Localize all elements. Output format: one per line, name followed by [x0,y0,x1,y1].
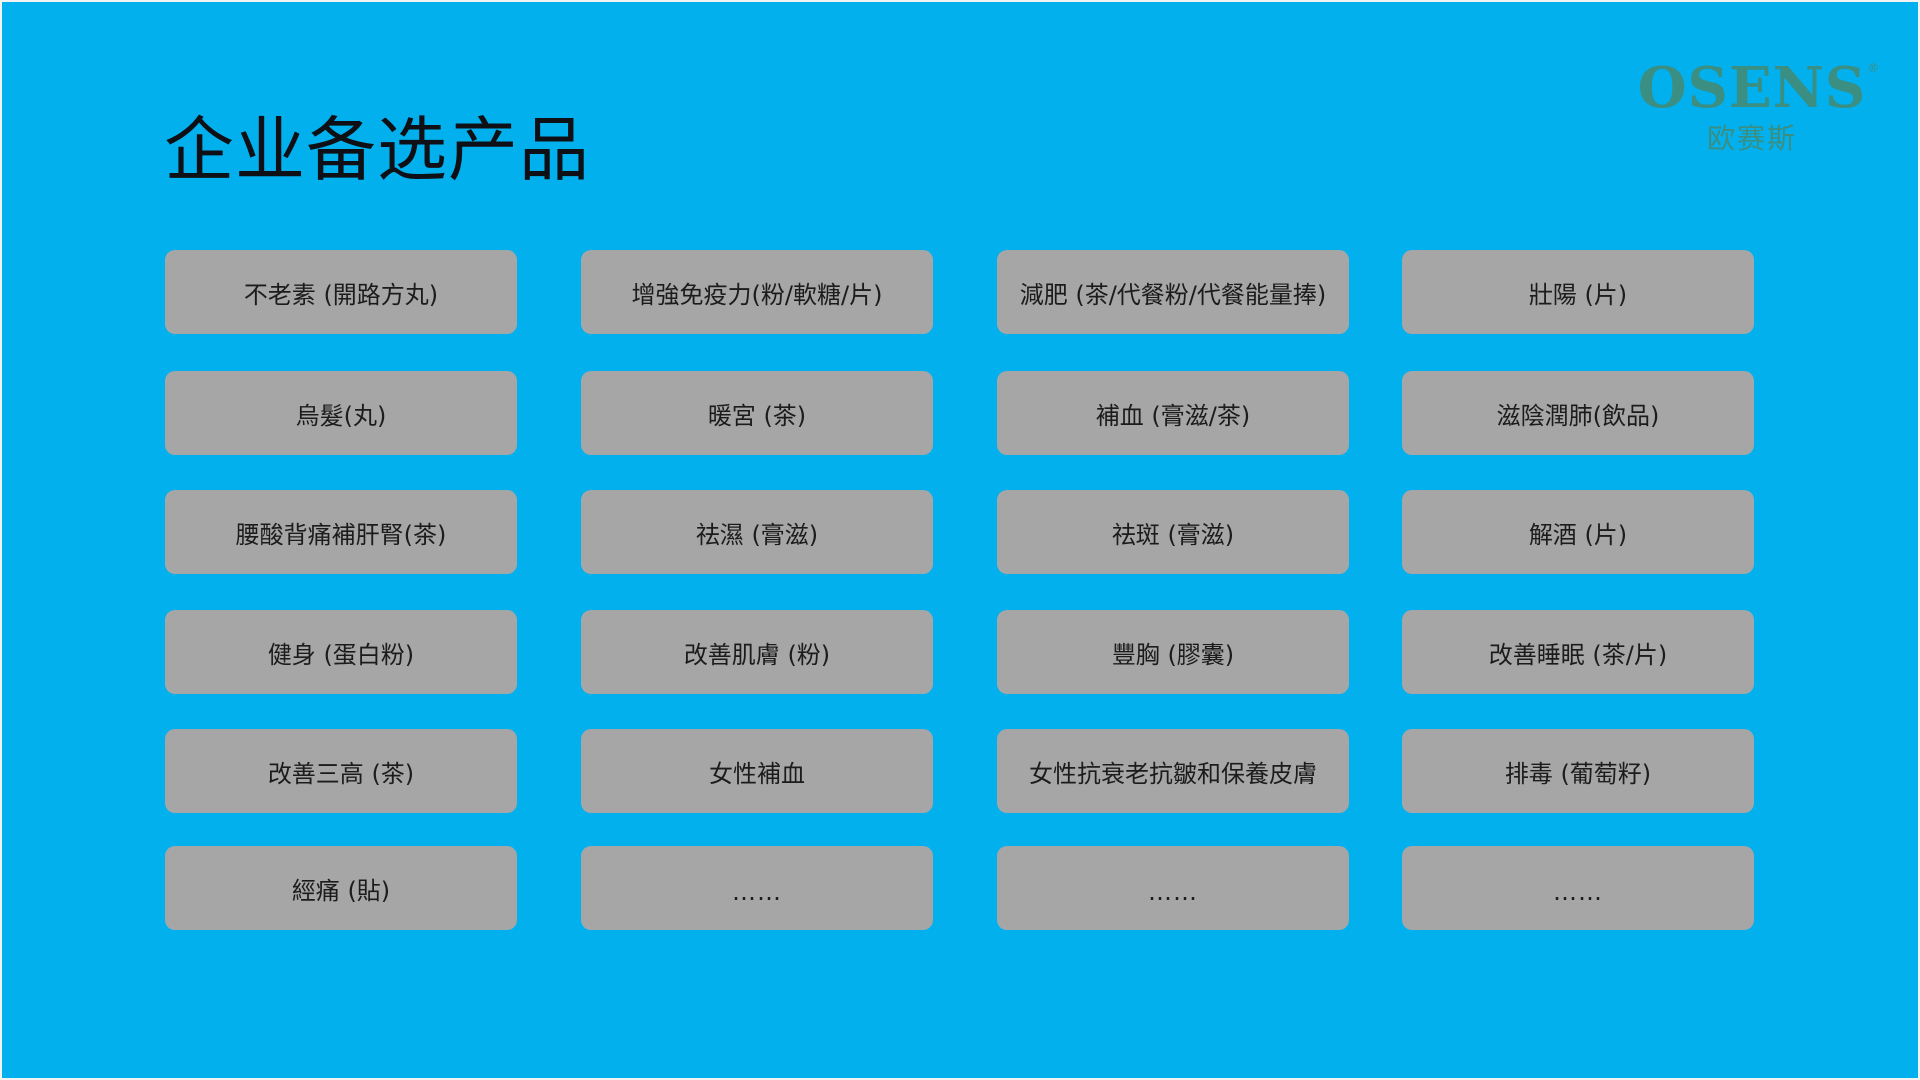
product-label: 減肥 (茶/代餐粉/代餐能量捧) [1019,280,1327,309]
product-button-more[interactable]: …… [1402,846,1754,930]
product-button-female-anti-aging[interactable]: 女性抗衰老抗皺和保養皮膚 [997,729,1349,813]
product-label: …… [732,878,782,906]
product-button-spot-removal[interactable]: 祛斑 (膏滋) [997,490,1349,574]
logo-wordmark: OSENS ® [1638,60,1880,116]
product-button-more[interactable]: …… [581,846,933,930]
product-label: 改善三高 (茶) [267,759,415,788]
product-label: 排毒 (葡萄籽) [1504,759,1652,788]
osens-logo: OSENS ® 欧赛斯 [1632,60,1880,170]
product-button-lung-nourishing[interactable]: 滋陰潤肺(飲品) [1402,371,1754,455]
product-label: 女性補血 [709,759,805,788]
product-button-sleep-improvement[interactable]: 改善睡眠 (茶/片) [1402,610,1754,694]
product-label: 烏髮(丸) [295,401,387,430]
product-label: 解酒 (片) [1528,520,1628,549]
product-label: …… [1553,878,1603,906]
product-button-more[interactable]: …… [997,846,1349,930]
product-label: 滋陰潤肺(飲品) [1496,401,1660,430]
product-label: 豐胸 (膠囊) [1111,640,1235,669]
product-label: 補血 (膏滋/茶) [1095,401,1251,430]
product-label: 女性抗衰老抗皺和保養皮膚 [1029,759,1317,788]
product-button-immunity[interactable]: 增強免疫力(粉/軟糖/片) [581,250,933,334]
product-label: 健身 (蛋白粉) [267,640,415,669]
product-label: 改善睡眠 (茶/片) [1488,640,1668,669]
product-label: 不老素 (開路方丸) [243,280,439,309]
product-button-male-vitality[interactable]: 壯陽 (片) [1402,250,1754,334]
product-label: 經痛 (貼) [291,876,391,905]
logo-chinese-name: 欧赛斯 [1706,122,1797,155]
product-label: 祛濕 (膏滋) [695,520,819,549]
product-button-black-hair[interactable]: 烏髮(丸) [165,371,517,455]
product-button-blood-tonic[interactable]: 補血 (膏滋/茶) [997,371,1349,455]
product-button-detox-grape-seed[interactable]: 排毒 (葡萄籽) [1402,729,1754,813]
product-button-fitness-protein[interactable]: 健身 (蛋白粉) [165,610,517,694]
product-label: 腰酸背痛補肝腎(茶) [235,520,447,549]
product-button-anti-aging-pill[interactable]: 不老素 (開路方丸) [165,250,517,334]
page-title: 企业备选产品 [164,109,590,191]
product-label: …… [1148,878,1198,906]
product-button-back-pain-tea[interactable]: 腰酸背痛補肝腎(茶) [165,490,517,574]
product-button-three-highs[interactable]: 改善三高 (茶) [165,729,517,813]
product-label: 改善肌膚 (粉) [683,640,831,669]
product-label: 增強免疫力(粉/軟糖/片) [631,280,883,309]
product-label: 暖宮 (茶) [707,401,807,430]
product-button-dampness-removal[interactable]: 祛濕 (膏滋) [581,490,933,574]
product-label: 祛斑 (膏滋) [1111,520,1235,549]
product-label: 壯陽 (片) [1528,280,1628,309]
product-button-menstrual-patch[interactable]: 經痛 (貼) [165,846,517,930]
product-button-breast-enhancement[interactable]: 豐胸 (膠囊) [997,610,1349,694]
product-button-warm-uterus[interactable]: 暖宮 (茶) [581,371,933,455]
registered-mark-icon: ® [1867,61,1881,75]
product-button-weight-loss[interactable]: 減肥 (茶/代餐粉/代餐能量捧) [997,250,1349,334]
product-button-hangover-relief[interactable]: 解酒 (片) [1402,490,1754,574]
product-button-female-blood-tonic[interactable]: 女性補血 [581,729,933,813]
product-button-skin-improvement[interactable]: 改善肌膚 (粉) [581,610,933,694]
logo-word-text: OSENS [1637,55,1867,121]
